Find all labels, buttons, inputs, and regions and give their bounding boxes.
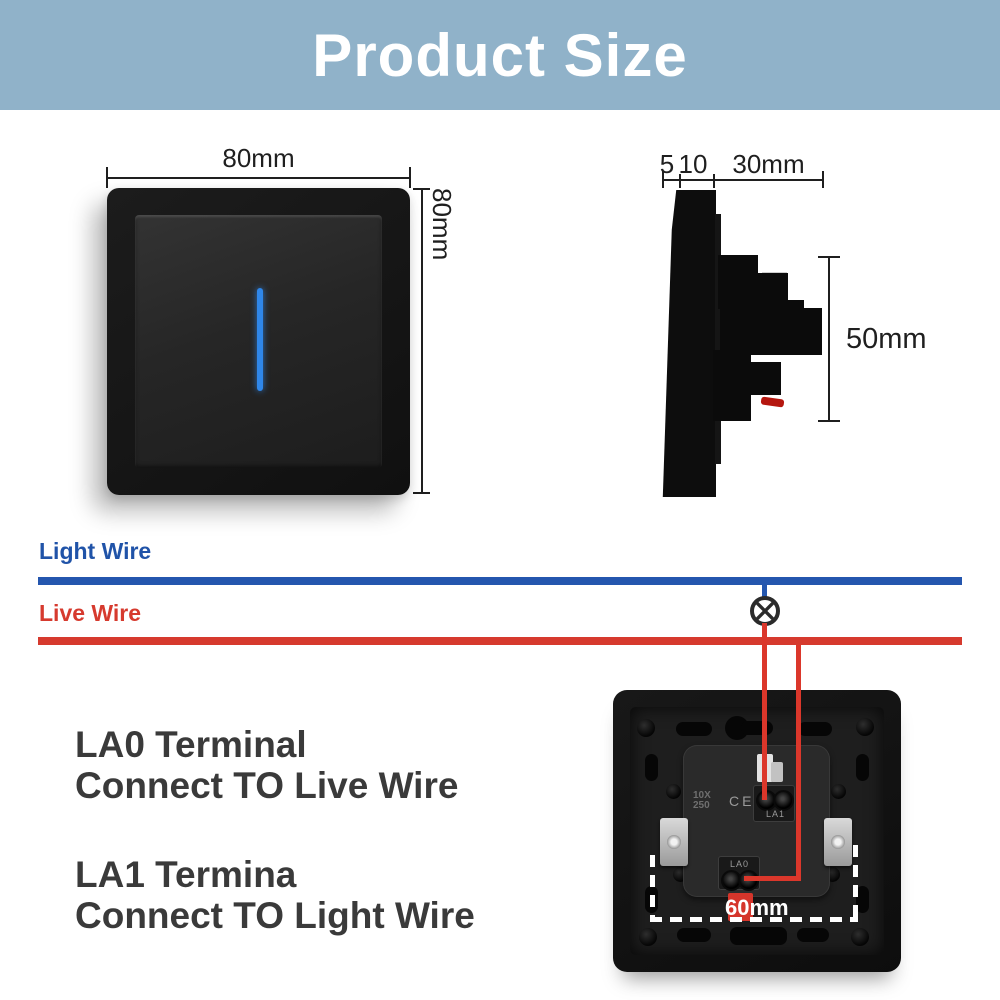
live-wire-line [38, 637, 962, 645]
back-screw-bottom-right [851, 928, 869, 946]
back-screw-top-left [637, 719, 655, 737]
header-banner: Product Size [0, 0, 1000, 110]
mech-screw-top-right [831, 784, 846, 799]
metal-clip-left-screw [667, 835, 681, 849]
light-wire-line [38, 577, 962, 585]
side-height-tick-bottom [818, 420, 840, 422]
side-frame-layer [715, 214, 721, 464]
side-dim-10-label: 10 [678, 149, 708, 179]
lamp-drop-blue [762, 585, 767, 599]
switch-back-view: 10X 250 CE LA1 LA0 [613, 690, 901, 972]
back-slot-top-right [798, 722, 832, 736]
metal-clip-right-screw [831, 835, 845, 849]
back-screw-top-right [856, 718, 874, 736]
side-tick-3 [713, 174, 715, 188]
side-height-label: 50mm [846, 323, 927, 355]
side-top-dim-line [663, 179, 824, 181]
back-slot-top-left [676, 722, 712, 736]
red-wire-to-la0-vertical [796, 645, 801, 881]
side-height-tick-top [818, 256, 840, 258]
back-slot-right-lower [856, 886, 869, 913]
side-dim-5-label: 5 [659, 149, 675, 179]
ce-mark: CE [729, 793, 755, 809]
la0-terminal-label: LA0 [730, 859, 750, 869]
page-title: Product Size [312, 21, 688, 89]
back-screw-bottom-left [639, 928, 657, 946]
la0-terminal-block: LA0 [718, 856, 760, 891]
front-height-label: 80mm [427, 188, 457, 261]
la1-hole-right [773, 790, 794, 811]
side-tick-1 [662, 171, 664, 188]
red-release-clip [728, 893, 753, 921]
front-height-tick-top [413, 188, 430, 190]
la0-annotation-line1: LA0 Terminal [75, 724, 307, 765]
front-width-dim-line [107, 177, 411, 179]
dash-line-bottom [650, 917, 858, 922]
back-slot-bottom-left [677, 928, 711, 942]
back-slot-bottom-center [730, 927, 787, 945]
led-indicator [257, 288, 263, 391]
la0-annotation: LA0 Terminal Connect TO Live Wire [75, 724, 458, 806]
front-height-dim-line [421, 189, 423, 494]
front-width-tick-left [106, 167, 108, 188]
front-width-tick-right [409, 167, 411, 188]
la1-annotation: LA1 Termina Connect TO Light Wire [75, 854, 475, 936]
light-wire-label: Light Wire [39, 538, 152, 564]
side-dim-30-label: 30mm [732, 149, 805, 179]
rating-mark: 10X 250 [693, 791, 711, 811]
live-wire-label: Live Wire [39, 600, 142, 626]
la1-annotation-line2: Connect TO Light Wire [75, 895, 475, 936]
metal-clip-left [660, 818, 688, 866]
side-height-dim-line [828, 257, 830, 422]
la1-terminal-label: LA1 [766, 809, 786, 819]
front-height-tick-bottom [413, 492, 430, 494]
side-mech-block-lower [713, 362, 781, 395]
rating-line1: 10X [693, 790, 711, 801]
red-wire-to-la1 [762, 623, 767, 800]
side-tick-4 [822, 171, 824, 188]
la0-annotation-line2: Connect TO Live Wire [75, 765, 459, 806]
la1-annotation-line1: LA1 Termina [75, 854, 297, 895]
back-slot-bottom-right [797, 928, 829, 942]
mech-screw-top-left [666, 784, 681, 799]
back-mechanism: 10X 250 CE LA1 LA0 [683, 745, 830, 921]
back-width-label: 60mm [725, 895, 789, 920]
back-slot-left-upper [645, 754, 658, 781]
side-front-plate [662, 190, 716, 497]
la1-terminal-block: LA1 [753, 785, 795, 822]
front-width-label: 80mm [222, 143, 295, 173]
side-mech-block-deep [720, 308, 822, 355]
side-red-lever [760, 396, 785, 408]
red-wire-to-la0-horizontal [744, 876, 801, 881]
dash-line-left [650, 855, 655, 919]
white-clip-arm [771, 762, 783, 782]
dash-line-right [853, 845, 858, 919]
side-tick-2 [679, 174, 681, 188]
metal-clip-right [824, 818, 852, 866]
rating-line2: 250 [693, 800, 710, 811]
side-mech-block-top [718, 255, 758, 274]
back-slot-right-upper [856, 754, 869, 781]
back-keyhole-slot [741, 721, 773, 735]
